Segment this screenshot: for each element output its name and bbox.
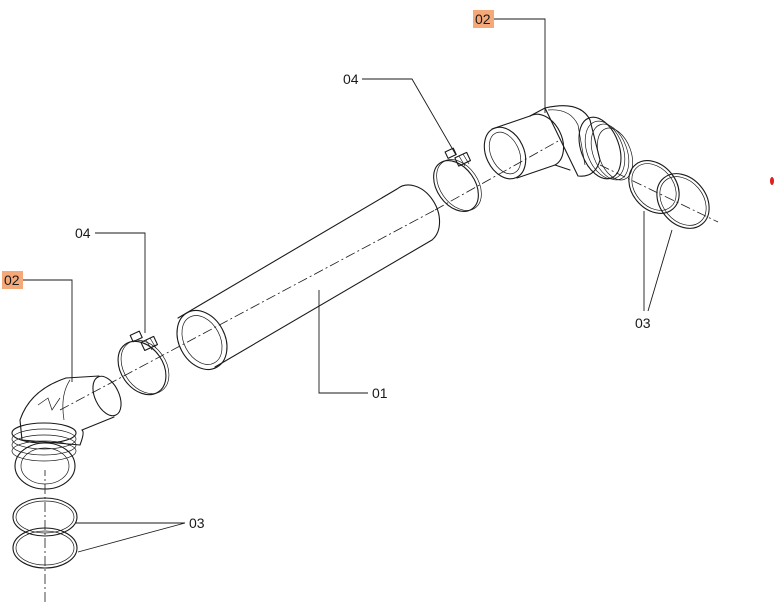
callout-03-top-label: 03 (635, 315, 651, 331)
hose-clamp-top-part-04[interactable] (424, 147, 490, 220)
leader-lines (23, 18, 673, 553)
callout-03-bottom: 03 (189, 515, 205, 531)
red-marker (770, 177, 774, 185)
callout-02-left-label: 02 (4, 272, 20, 288)
callout-02-left: 02 (2, 271, 23, 289)
callout-04-left-label: 04 (75, 225, 91, 241)
center-axis (44, 139, 719, 602)
callout-02-left-highlight (2, 271, 23, 289)
callout-04-left: 04 (75, 225, 91, 241)
callout-04-top-label: 04 (343, 71, 359, 87)
pipe-part-01[interactable] (167, 184, 441, 378)
elbow-top-part-02[interactable] (476, 105, 639, 186)
seal-rings-bottom-part-03[interactable] (12, 497, 78, 569)
callout-02-top: 02 (473, 10, 494, 28)
callout-04-top: 04 (343, 71, 359, 87)
callout-01-label: 01 (372, 385, 388, 401)
seal-rings-top-part-03[interactable] (619, 151, 720, 239)
callout-03-top: 03 (635, 315, 651, 331)
callout-03-bottom-label: 03 (189, 515, 205, 531)
callout-01: 01 (372, 385, 388, 401)
hose-clamp-left-part-04[interactable] (108, 330, 179, 404)
callout-02-top-highlight (473, 10, 494, 28)
elbow-left-part-02[interactable] (11, 372, 127, 490)
callout-02-top-label: 02 (475, 11, 491, 27)
